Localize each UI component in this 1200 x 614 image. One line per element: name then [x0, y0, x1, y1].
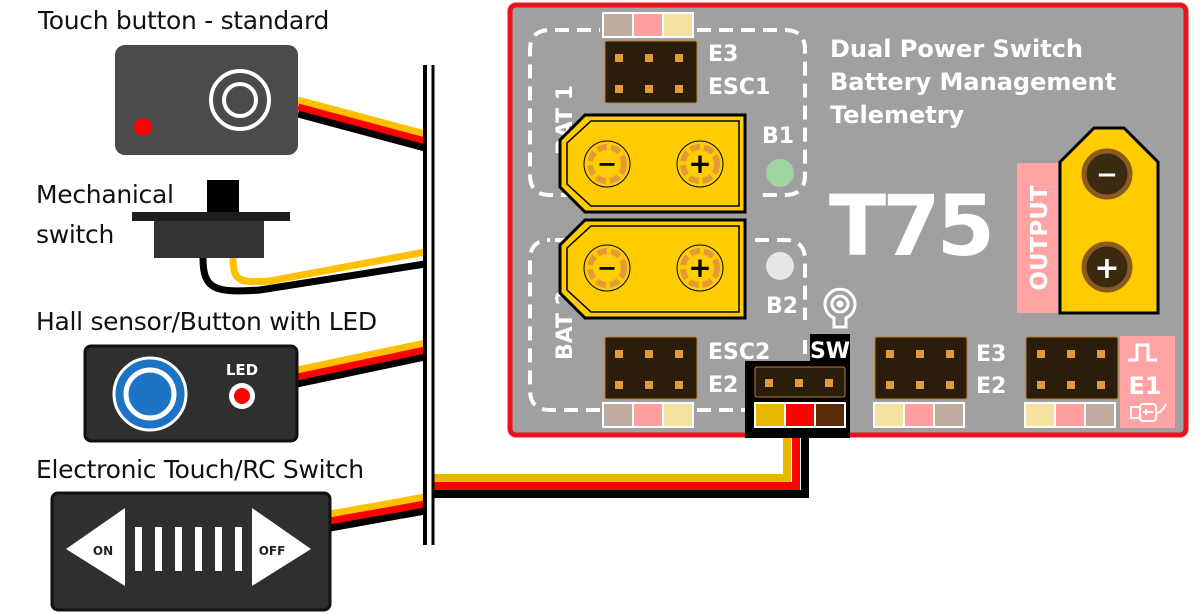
board-title-line3: Telemetry — [830, 101, 965, 129]
output-plus: + — [1094, 251, 1119, 286]
bat2-plus: + — [688, 251, 711, 284]
board-title-line1: Dual Power Switch — [830, 35, 1083, 63]
board-title-line2: Battery Management — [830, 68, 1116, 96]
hall-sensor-device[interactable]: LED — [83, 344, 299, 443]
touch-pad-icon-board — [823, 287, 857, 329]
touch-button-device[interactable] — [115, 45, 298, 155]
wire-bus-to-sw — [434, 436, 809, 498]
wire-touch-button — [297, 96, 426, 152]
off-arrow-icon — [252, 508, 311, 586]
e3-e2-header[interactable] — [873, 336, 968, 428]
rc-switch-device[interactable]: ON OFF — [50, 491, 332, 612]
on-arrow-icon — [66, 508, 125, 586]
slider-grip — [135, 527, 242, 571]
b2-led-icon — [766, 252, 794, 280]
bat2-minus: − — [597, 254, 617, 282]
touch-pad-icon — [209, 69, 271, 131]
sw-label: SW — [810, 339, 850, 364]
output-minus: − — [1096, 160, 1118, 190]
esc1-header[interactable] — [602, 12, 698, 104]
switch-toggle — [207, 180, 239, 215]
sw-header[interactable]: SW — [745, 334, 850, 438]
off-label: OFF — [259, 544, 286, 558]
model-label: T75 — [829, 177, 991, 275]
label-touch-button: Touch button - standard — [38, 6, 330, 35]
esc2-label-esc2: ESC2 — [708, 340, 770, 365]
b2-label: B2 — [766, 294, 798, 319]
usb-icon — [1130, 403, 1167, 422]
b1-label: B1 — [762, 124, 794, 149]
mid-label-e3: E3 — [976, 342, 1006, 367]
t75-board: BAT 1 BAT 2 E3 ESC1 Dual Power Switch Ba… — [507, 2, 1189, 438]
label-rc-switch: Electronic Touch/RC Switch — [36, 455, 364, 484]
mechanical-switch-device[interactable] — [132, 180, 290, 258]
led-label: LED — [226, 361, 258, 379]
wire-mechanical-switch — [199, 248, 426, 295]
wire-hall-sensor — [296, 339, 426, 388]
bat1-minus: − — [597, 150, 617, 178]
b1-led-icon — [766, 159, 794, 187]
pulse-signal-icon — [1128, 343, 1157, 362]
bat2-xt-connector[interactable]: − + — [558, 218, 747, 320]
bat1-plus: + — [688, 147, 711, 180]
label-mechanical-line2: switch — [36, 220, 115, 249]
on-label: ON — [93, 544, 113, 558]
output-label-bg — [1017, 163, 1058, 313]
mid-label-e2: E2 — [976, 374, 1006, 399]
label-mechanical-line1: Mechanical — [36, 180, 174, 209]
red-led-icon — [134, 118, 152, 136]
wire-rc-switch — [329, 493, 426, 532]
bat1-outline — [528, 28, 807, 197]
output-xt-connector[interactable]: − + — [1058, 126, 1160, 315]
label-hall-sensor: Hall sensor/Button with LED — [36, 307, 377, 336]
e1-header[interactable] — [1024, 336, 1119, 428]
output-label: OUTPUT — [1027, 185, 1053, 290]
e1-label: E1 — [1128, 372, 1161, 400]
esc1-label-e3: E3 — [708, 42, 738, 67]
esc2-label-e2: E2 — [708, 373, 738, 398]
esc1-label-esc1: ESC1 — [708, 75, 770, 100]
esc2-header[interactable] — [602, 336, 698, 428]
bat1-xt-connector[interactable]: − + — [558, 113, 747, 214]
